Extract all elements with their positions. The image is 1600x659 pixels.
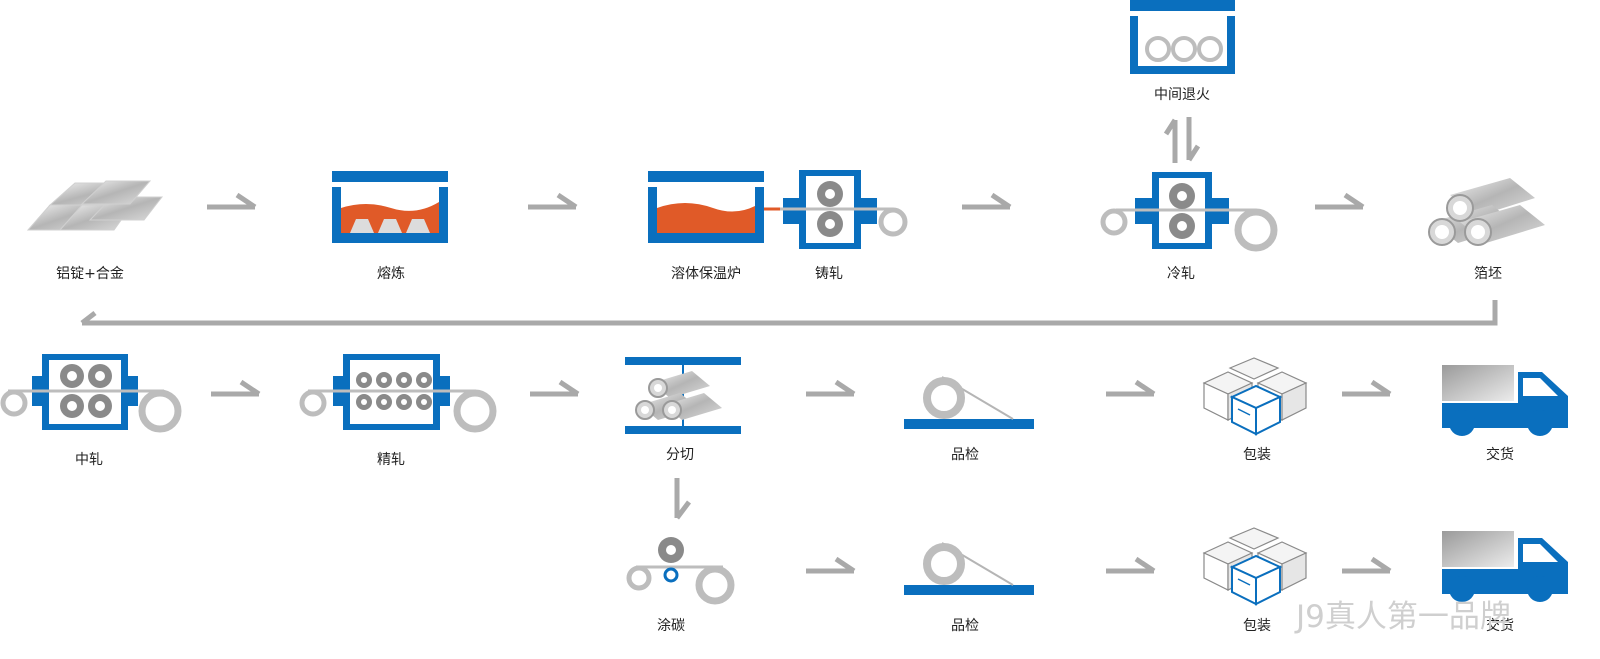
label-foil-stock: 箔坯 xyxy=(1474,266,1502,282)
label-delivery-1: 交货 xyxy=(1486,446,1514,463)
carbon-coating-icon xyxy=(626,537,735,605)
flow-arrow xyxy=(1342,382,1390,394)
slitting-machine-icon xyxy=(625,357,741,434)
melting-furnace-icon xyxy=(332,171,448,243)
aluminum-ingot-icon xyxy=(26,180,164,231)
return-flow-arrow xyxy=(80,300,1498,326)
inspection-icon xyxy=(904,542,1034,595)
label-intermediate-rolling: 中轧 xyxy=(75,452,103,468)
label-inspection-1: 品检 xyxy=(951,447,979,463)
flow-arrow xyxy=(806,559,854,571)
flow-arrow xyxy=(1106,382,1154,394)
finish-rolling-mill-icon xyxy=(299,354,497,433)
label-slitting: 分切 xyxy=(666,447,694,463)
packing-boxes-icon xyxy=(1202,357,1308,436)
flow-arrow xyxy=(962,195,1010,207)
flow-arrow xyxy=(530,382,578,394)
bidirectional-arrow-icon xyxy=(1163,117,1201,163)
flow-arrow-down xyxy=(674,478,691,520)
label-intermediate-annealing: 中间退火 xyxy=(1154,87,1210,103)
flow-arrow xyxy=(1315,195,1363,207)
label-holding-furnace: 溶体保温炉 xyxy=(671,266,741,282)
delivery-truck-icon xyxy=(1442,531,1568,602)
annealing-furnace-icon xyxy=(1130,0,1235,74)
label-inspection-2: 品检 xyxy=(951,618,979,634)
label-packing-2: 包装 xyxy=(1243,618,1271,634)
flow-arrow xyxy=(1342,559,1390,571)
label-carbon-coating: 涂碳 xyxy=(657,618,685,634)
cast-rolling-mill-icon xyxy=(764,170,908,249)
watermark: J9真人第一品牌 xyxy=(1294,599,1511,635)
flow-arrow xyxy=(211,382,259,394)
delivery-truck-icon xyxy=(1442,365,1568,436)
label-cast-rolling: 铸轧 xyxy=(815,266,843,282)
packing-boxes-icon xyxy=(1202,527,1308,606)
foil-stock-coil-icon xyxy=(1428,178,1545,246)
flow-arrow xyxy=(806,382,854,394)
cold-rolling-mill-icon xyxy=(1100,172,1278,252)
label-packing-1: 包装 xyxy=(1243,447,1271,463)
label-melting: 熔炼 xyxy=(377,266,405,282)
label-ingot: 铝锭+合金 xyxy=(56,266,124,282)
label-delivery-2: 交货 xyxy=(1486,617,1514,634)
flow-arrow xyxy=(1106,559,1154,571)
label-finish-rolling: 精轧 xyxy=(377,452,405,468)
label-cold-rolling: 冷轧 xyxy=(1167,266,1195,282)
flow-arrow xyxy=(207,195,255,207)
inspection-icon xyxy=(904,376,1034,429)
intermediate-rolling-mill-icon xyxy=(0,354,182,433)
flow-arrow xyxy=(528,195,576,207)
holding-furnace-icon xyxy=(648,171,764,243)
